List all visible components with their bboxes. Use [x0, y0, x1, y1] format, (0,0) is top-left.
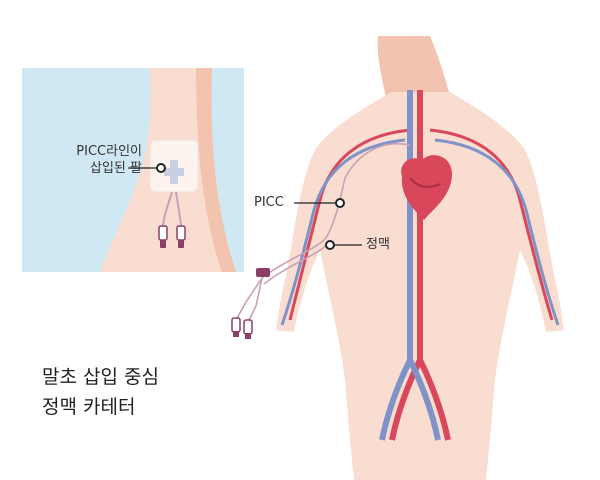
inset-label-line2: 삽입된 팔: [90, 161, 142, 176]
inset-label-line1: PICC라인이: [76, 144, 142, 159]
vein-label: 정맥: [366, 237, 390, 252]
inset-catheter-line-2: [175, 191, 182, 227]
head: [377, 36, 454, 110]
arm-artery-left: [288, 128, 411, 321]
caption-line2: 정맥 카테터: [42, 396, 136, 418]
aorta-artery-right-leg: [417, 358, 451, 441]
catheter-connector-icon-body: [231, 268, 270, 339]
caption-line1: 말초 삽입 중심: [42, 366, 159, 388]
heart-icon: [401, 155, 452, 220]
arm-artery-right: [429, 128, 554, 321]
picc-catheter-line-2: [263, 242, 330, 285]
arm-vein-left: [280, 138, 406, 326]
vein-leader-dot: [325, 240, 335, 250]
inset-leader-dot: [156, 163, 166, 173]
inset-panel: [22, 68, 244, 272]
inset-arm-shade: [196, 68, 236, 272]
vena-cava-vein-right-leg: [407, 358, 441, 441]
caption: 말초 삽입 중심 정맥 카테터: [42, 362, 159, 422]
picc-leader-dot: [335, 198, 345, 208]
inset-catheter-line-1: [162, 191, 173, 227]
picc-label: PICC: [254, 195, 284, 210]
dressing-patch-icon: [149, 139, 199, 193]
catheter-connector-icon: [158, 225, 186, 248]
arm-vein-right: [434, 138, 560, 326]
body-illustration: [231, 36, 564, 480]
